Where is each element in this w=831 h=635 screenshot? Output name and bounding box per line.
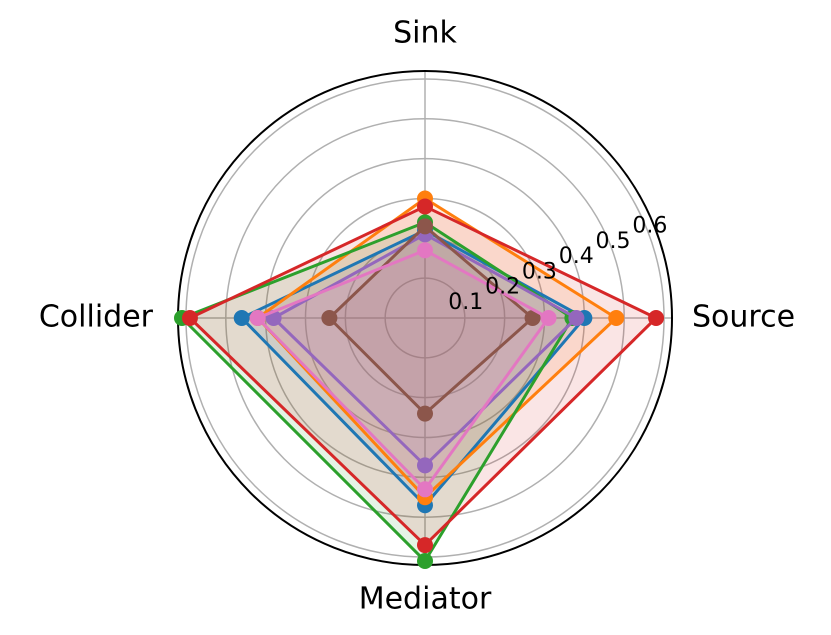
series-7-point-mediator (417, 481, 433, 498)
series-2-fill (257, 198, 617, 498)
r-tick-label-3: 0.3 (522, 259, 557, 284)
r-tick-label-6: 0.6 (632, 214, 667, 239)
series-7-point-sink (417, 242, 433, 259)
series-4-point-mediator (417, 537, 433, 554)
axis-label-sink: Sink (393, 16, 457, 51)
axis-label-collider: Collider (39, 300, 154, 335)
series-6-point-source (524, 310, 541, 326)
series-7-point-source (540, 310, 557, 326)
axis-label-source: Source (692, 300, 795, 335)
labels-layer: Source Sink Collider Mediator 0.10.20.30… (39, 16, 795, 617)
series-6-point-collider (321, 310, 338, 326)
series-2-point-source (608, 310, 625, 326)
series-5-point-mediator (417, 457, 433, 474)
series-4-point-source (648, 310, 665, 326)
r-tick-label-4: 0.4 (559, 244, 594, 269)
series-7-fill (257, 250, 549, 490)
series-7-point-collider (249, 310, 266, 326)
series-3-point-mediator (417, 553, 433, 570)
series-6-point-mediator (417, 405, 433, 422)
r-tick-label-2: 0.2 (485, 275, 520, 300)
series-1-fill (241, 230, 585, 506)
axis-label-mediator: Mediator (359, 582, 492, 617)
r-tick-label-1: 0.1 (448, 290, 483, 315)
series-6-point-sink (417, 218, 433, 235)
series-4-fill (189, 206, 657, 546)
r-tick-label-5: 0.5 (596, 229, 631, 254)
series-5-point-source (568, 310, 585, 326)
series-layer (173, 190, 665, 570)
series-4-point-sink (417, 198, 433, 215)
series-1-point-collider (233, 310, 250, 326)
series-4-point-collider (181, 310, 198, 326)
